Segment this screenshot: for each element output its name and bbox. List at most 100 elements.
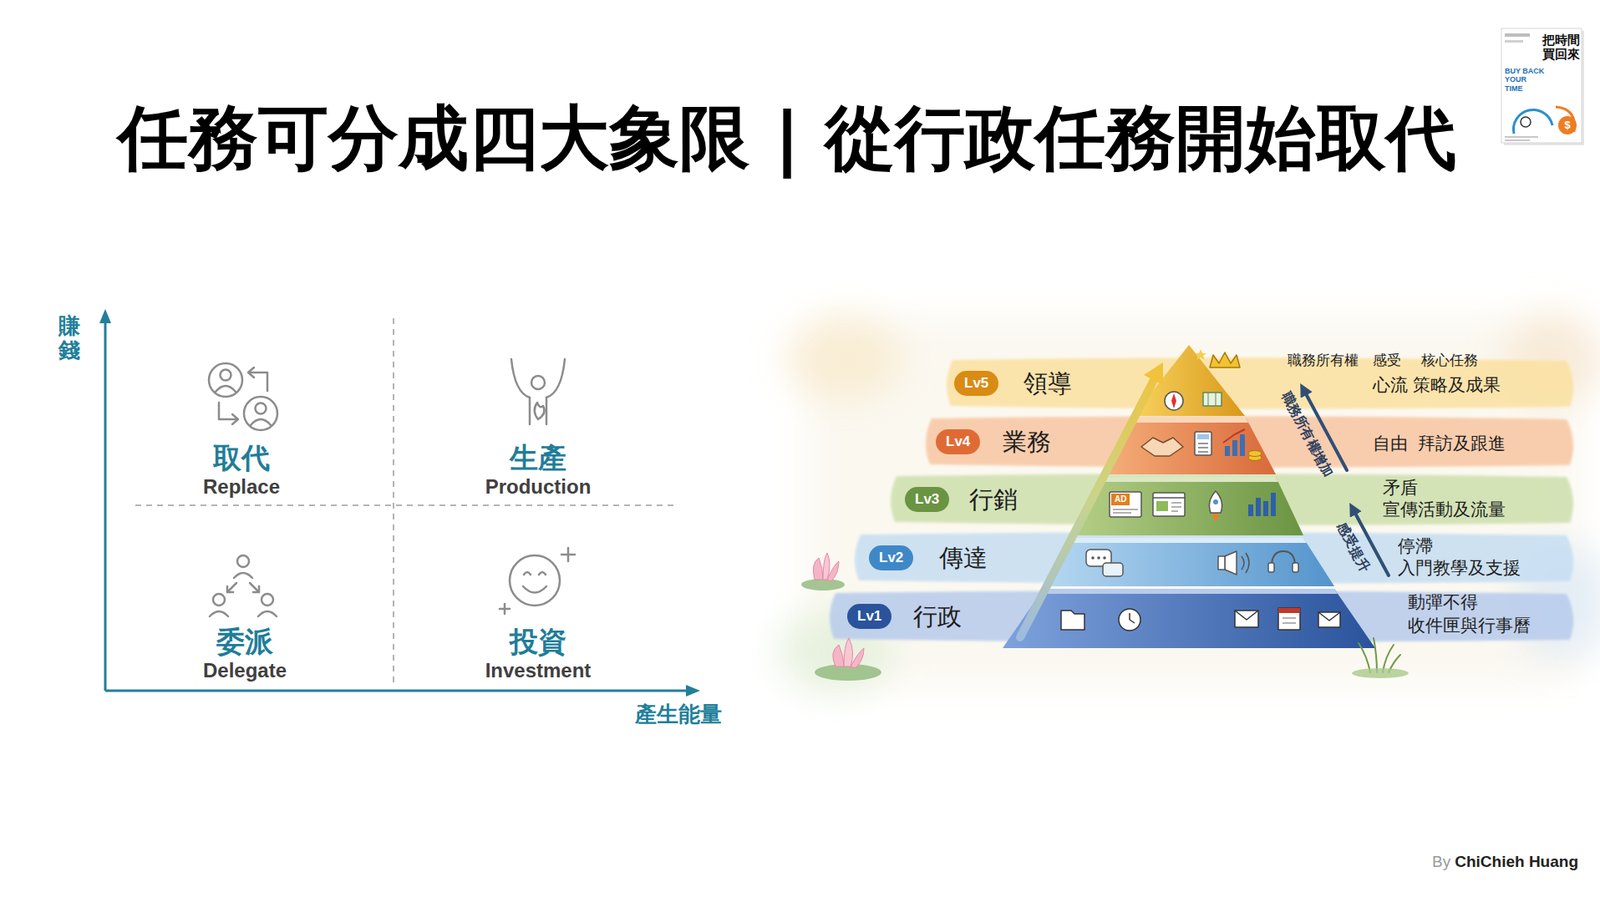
tier-icon	[1213, 499, 1219, 505]
level-band: 領導心流策略及成果Lv5	[944, 356, 1577, 411]
column-header: 核心任務	[1421, 351, 1479, 369]
level-task: 宣傳活動及流量	[1382, 499, 1506, 521]
watercolor-wash	[785, 317, 903, 402]
icon-text: AD	[1114, 494, 1127, 505]
book-cover	[1504, 139, 1530, 142]
side-arrow	[1303, 389, 1389, 576]
quadrant-title: 委派	[203, 624, 287, 660]
book-cover	[1504, 33, 1530, 37]
column-header: 職務所有權	[1287, 351, 1359, 369]
tier-icon	[1097, 556, 1101, 560]
tier-icon	[1118, 609, 1141, 631]
quadrant-icon	[534, 402, 545, 420]
tier-icon	[1292, 563, 1299, 573]
pyramid-tier	[1099, 477, 1279, 483]
quadrant-title: 取代	[203, 441, 280, 476]
pyramid-tier	[1002, 589, 1376, 649]
quadrant-cell: 投資Investment	[485, 624, 592, 684]
lotus-decoration	[801, 553, 882, 681]
quadrant-icon	[227, 583, 237, 593]
quadrant-icon	[523, 572, 531, 575]
tier-icon	[1164, 391, 1184, 411]
tier-icon	[1197, 434, 1209, 440]
quadrant-axes	[685, 685, 701, 697]
quadrant-icon	[208, 363, 243, 397]
pyramid-tier	[1002, 345, 1376, 649]
grass-decoration	[1373, 638, 1377, 673]
quadrant-icon	[253, 586, 260, 593]
quadrant-icon	[243, 396, 278, 431]
quadrant-icon	[250, 419, 271, 426]
level-task: 收件匣與行事曆	[1407, 615, 1531, 637]
tier-icon	[1112, 509, 1138, 514]
tier-icon	[1282, 618, 1296, 624]
tier-icon	[1171, 393, 1177, 409]
tier-icon	[1278, 608, 1301, 630]
quadrant-icon	[538, 572, 546, 575]
level-feeling: 矛盾	[1382, 477, 1418, 499]
quadrant-icon	[499, 604, 510, 615]
lotus-decoration	[801, 579, 845, 591]
lotus-decoration	[812, 558, 823, 580]
tier-icon	[1194, 431, 1212, 456]
quadrant-icon	[248, 367, 254, 378]
quadrant-divider	[135, 504, 679, 507]
tier-icon	[1102, 556, 1107, 560]
quadrant-cell: 取代Replace	[203, 441, 280, 500]
quadrant-divider	[135, 318, 679, 687]
quadrant-icon	[561, 548, 575, 562]
tier-icon	[1061, 610, 1085, 630]
tier-icon	[1248, 451, 1262, 458]
growth-arrow	[1020, 380, 1154, 638]
book-cover	[1501, 28, 1582, 143]
quadrant-cell: 委派Delegate	[203, 624, 287, 684]
quadrant-icon	[249, 583, 260, 593]
quadrant-cell: 生產Production	[485, 441, 592, 500]
tier-icon	[1271, 551, 1296, 567]
level-badge: Lv1	[847, 604, 892, 630]
quadrant-icon	[215, 386, 236, 392]
tier-icon	[1102, 563, 1123, 577]
tier-icon	[1239, 434, 1245, 457]
pyramid-tier	[1040, 589, 1338, 595]
tier-icon	[1318, 612, 1341, 628]
quadrant-icon	[213, 594, 225, 606]
watermark-author: ChiChieh Huang	[1454, 853, 1579, 873]
lotus-decoration	[843, 638, 854, 667]
quadrant-divider	[392, 318, 395, 687]
level-badge: Lv5	[954, 370, 999, 397]
tier-icon	[1212, 513, 1220, 523]
quadrant-icon	[528, 397, 532, 425]
band-shape	[946, 357, 1574, 410]
book-cover-title: 把時間買回來	[1542, 33, 1580, 61]
quadrant-icon	[523, 586, 547, 594]
tier-icon	[1234, 610, 1259, 620]
tier-icon	[1203, 392, 1222, 407]
level-feeling: 心流	[1372, 375, 1408, 397]
level-number: Lv5	[964, 370, 989, 397]
quadrant-axes	[104, 322, 107, 691]
level-name: 行政	[913, 602, 962, 632]
level-feeling: 動彈不得	[1407, 592, 1479, 614]
book-cover	[1520, 116, 1531, 127]
tier-icon	[1278, 608, 1301, 614]
quadrant-icon	[261, 594, 274, 606]
tier-icon	[1111, 493, 1130, 506]
quadrant-icon	[531, 375, 545, 390]
arrow-label: 職務所有權增加	[1278, 389, 1337, 480]
quadrant-subtitle: Delegate	[203, 659, 287, 684]
level-number: Lv3	[914, 487, 940, 513]
book-cover	[1501, 28, 1585, 146]
tier-icon	[1223, 429, 1245, 443]
pyramid-tier	[1043, 538, 1335, 587]
level-task: 拜訪及跟進	[1417, 433, 1506, 455]
grass-decoration	[1358, 643, 1371, 673]
level-task: 策略及成果	[1412, 375, 1501, 397]
level-badge: Lv2	[868, 545, 914, 571]
grass-decoration	[1351, 668, 1409, 679]
tier-icon	[1153, 492, 1185, 517]
tier-icon	[1234, 610, 1259, 628]
book-cover-text: BUY BACK YOUR TIME	[1504, 66, 1545, 93]
quadrant-subtitle: Production	[485, 475, 592, 500]
tier-icon	[1156, 501, 1169, 512]
